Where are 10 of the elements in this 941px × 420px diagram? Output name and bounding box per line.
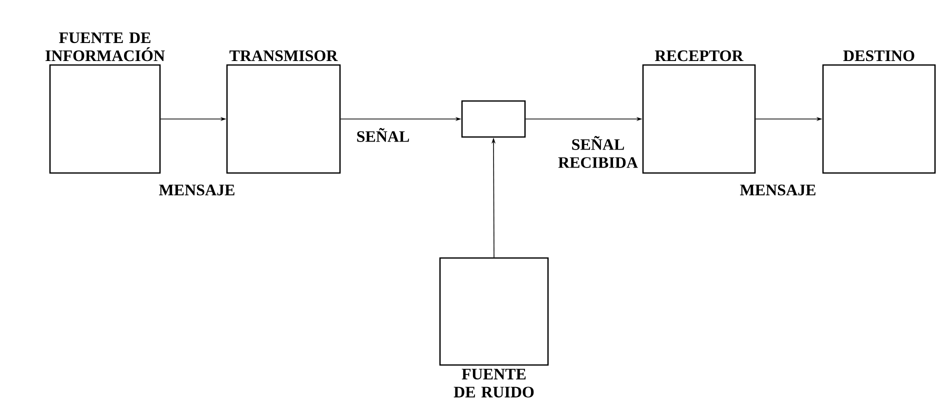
- edge-label: SEÑAL: [357, 128, 409, 142]
- box-title: FUENTE DE RUIDO: [454, 368, 534, 398]
- box-title: FUENTE DE INFORMACIÓN: [46, 32, 165, 62]
- box-title: RECEPTOR: [654, 50, 744, 62]
- edge-label: MENSAJE: [159, 184, 234, 196]
- box-title: DESTINO: [843, 50, 914, 62]
- junction-box: [461, 100, 526, 138]
- edge-label: MENSAJE: [740, 184, 816, 196]
- box-title: TRANSMISOR: [230, 50, 338, 62]
- edge-label: SEÑAL RECIBIDA: [558, 136, 638, 168]
